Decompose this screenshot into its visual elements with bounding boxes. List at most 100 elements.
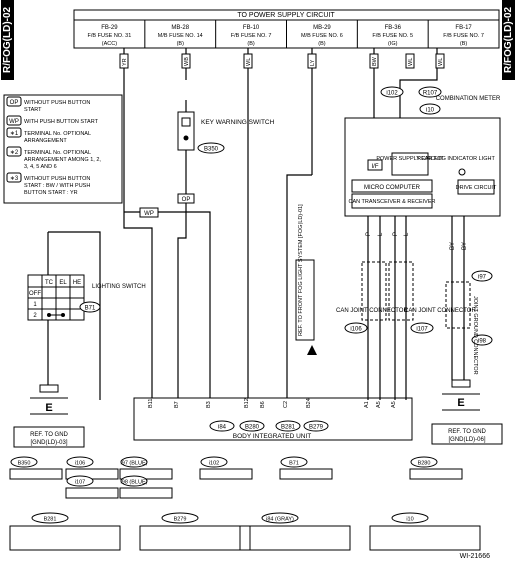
ground-wire: BY xyxy=(450,242,456,250)
key-warning-label: KEY WARNING SWITCH xyxy=(201,119,275,126)
biu-pin: B3 xyxy=(206,401,212,408)
wire-color: WL xyxy=(408,58,414,66)
connector-view-label: B350 xyxy=(18,461,31,467)
fuse-line2: (B) xyxy=(177,41,185,47)
ls-row-1: 1 xyxy=(33,302,37,308)
legend-text: 3, 4, 5 AND 6 xyxy=(24,164,57,170)
joint-ground-ref1: i97 xyxy=(478,275,487,281)
key-warning-ref: B350 xyxy=(204,147,219,153)
ls-col-tc: TC xyxy=(45,280,54,286)
connector-view-label: B281 xyxy=(44,517,57,523)
joint-ground-ref2: i98 xyxy=(478,339,487,345)
legend-symbol: ∗3 xyxy=(10,176,19,182)
key-warning-switch: KEY WARNING SWITCH B350 xyxy=(177,111,275,154)
fuse-id: FB-17 xyxy=(455,25,472,31)
connector-view-label: i102 xyxy=(209,461,219,467)
legend-text: START xyxy=(24,107,42,113)
legend-symbol: ∗1 xyxy=(10,131,19,137)
connector-view-label: i84 (GRAY) xyxy=(266,517,294,523)
can-joint-2-ref: i107 xyxy=(416,327,428,333)
svg-text:E: E xyxy=(45,402,52,414)
biu-ref: i84 xyxy=(218,425,227,431)
fuse-id: FB-29 xyxy=(101,25,118,31)
front-fog-label: REF. TO FRONT FOG LIGHT SYSTEM [FOG(LD)-… xyxy=(298,204,304,336)
joint-ground-connector: i97 i98 JOINT GROUND CONNECTOR xyxy=(445,270,493,375)
biu-pin: B6 xyxy=(260,401,266,408)
can-wire: P xyxy=(393,232,399,236)
fuse-id: MB-28 xyxy=(171,25,189,31)
fuse-id: FB-10 xyxy=(243,25,260,31)
micro-label: MICRO COMPUTER xyxy=(364,185,421,191)
gnd1-title: REF. TO GND xyxy=(30,432,68,438)
power-supply-label: POWER SUPPLY CIRCUIT xyxy=(376,156,444,162)
ground-2: E REF. TO GND [GND(LD)-06] xyxy=(431,379,503,445)
ground-1: E REF. TO GND [GND(LD)-03] xyxy=(13,384,85,448)
meter-connector-ref: i102 xyxy=(386,91,398,97)
legend-symbol: ∗2 xyxy=(10,150,19,156)
fuse-line2: (IG) xyxy=(388,41,398,47)
can-joint-connectors: CAN JOINT CONNECTOR CAN JOINT CONNECTOR … xyxy=(336,261,476,334)
connector-view-label: B280 xyxy=(418,461,431,467)
biu-pin: A5 xyxy=(376,401,382,408)
fuse-line2: (B) xyxy=(247,41,255,47)
legend-text: WITHOUT PUSH BUTTON xyxy=(24,176,90,182)
fuse-line1: F/B FUSE NO. 31 xyxy=(88,33,132,39)
gnd2-sub: [GND(LD)-06] xyxy=(448,437,485,443)
wire-color: WB xyxy=(184,57,190,66)
power-header: TO POWER SUPPLY CIRCUIT xyxy=(237,12,335,19)
can-wire: L xyxy=(404,232,410,236)
joint-ground-label: JOINT GROUND CONNECTOR xyxy=(472,296,478,375)
can-joint-1-ref: i106 xyxy=(350,327,362,333)
biu-ref: B281 xyxy=(281,425,296,431)
figure-code: WI-21666 xyxy=(460,553,490,560)
gnd2-title: REF. TO GND xyxy=(448,429,486,435)
fuse-line1: M/B FUSE NO. 6 xyxy=(301,33,343,39)
front-fog-ref: REF. TO FRONT FOG LIGHT SYSTEM [FOG(LD)-… xyxy=(295,204,317,355)
if-label: I/F xyxy=(372,164,379,170)
legend-text: WITHOUT PUSH BUTTON xyxy=(24,100,90,106)
side-tag-right: R/FOG(LD)-02 xyxy=(502,0,515,80)
connector-view-label: i97 (BLUE) xyxy=(121,461,148,467)
combination-meter-ref: i10 xyxy=(426,108,435,114)
gnd1-sub: [GND(LD)-03] xyxy=(30,440,67,446)
fuse-id: MB-29 xyxy=(313,25,331,31)
main-wires xyxy=(47,48,438,400)
legend-text: START : BW / WITH PUSH xyxy=(24,183,90,189)
wire-color: LY xyxy=(310,59,316,66)
wire-color: WL xyxy=(438,58,444,66)
connector-view-label: B71 xyxy=(289,461,299,467)
connector-view-label: i106 xyxy=(75,461,85,467)
can-wire: P xyxy=(366,232,372,236)
ls-row-2: 2 xyxy=(33,313,37,319)
fuse-line2: (B) xyxy=(460,41,468,47)
legend-symbol: WP xyxy=(9,119,19,125)
lighting-switch-ref: B71 xyxy=(85,306,96,312)
biu-pin: B12 xyxy=(244,398,250,408)
power-supply-block: TO POWER SUPPLY CIRCUIT FB-29F/B FUSE NO… xyxy=(73,9,500,49)
wire-op: OP xyxy=(182,197,191,203)
can-tx-label: CAN TRANSCEIVER & RECEIVER xyxy=(348,199,435,205)
biu-pin: A1 xyxy=(364,401,370,408)
fuse-id: FB-36 xyxy=(385,25,402,31)
can-joint-1-label: CAN JOINT CONNECTOR xyxy=(336,308,408,314)
biu-pin: B7 xyxy=(174,401,180,408)
biu-ref: B280 xyxy=(245,425,260,431)
ls-col-he: HE xyxy=(73,280,81,286)
wire-color: BW xyxy=(372,56,378,66)
biu-ref: B279 xyxy=(309,425,324,431)
legend-text: ARRANGEMENT AMONG 1, 2, xyxy=(24,157,101,163)
wire-wp: WP xyxy=(144,211,154,217)
fuse-line1: M/B FUSE NO. 14 xyxy=(158,33,203,39)
ground-wire: BY xyxy=(462,242,468,250)
wire-color: YR xyxy=(122,58,128,66)
legend-symbol: OP xyxy=(10,100,19,106)
connector-view-label: B279 xyxy=(174,517,187,523)
svg-text:E: E xyxy=(457,397,464,409)
connector-view-label: i10 xyxy=(406,517,413,523)
lighting-switch: TC EL HE OFF 1 2 LIGHTING SWITCH B71 xyxy=(27,274,146,321)
ls-row-off: OFF xyxy=(29,291,41,297)
can-wire: L xyxy=(378,232,384,236)
